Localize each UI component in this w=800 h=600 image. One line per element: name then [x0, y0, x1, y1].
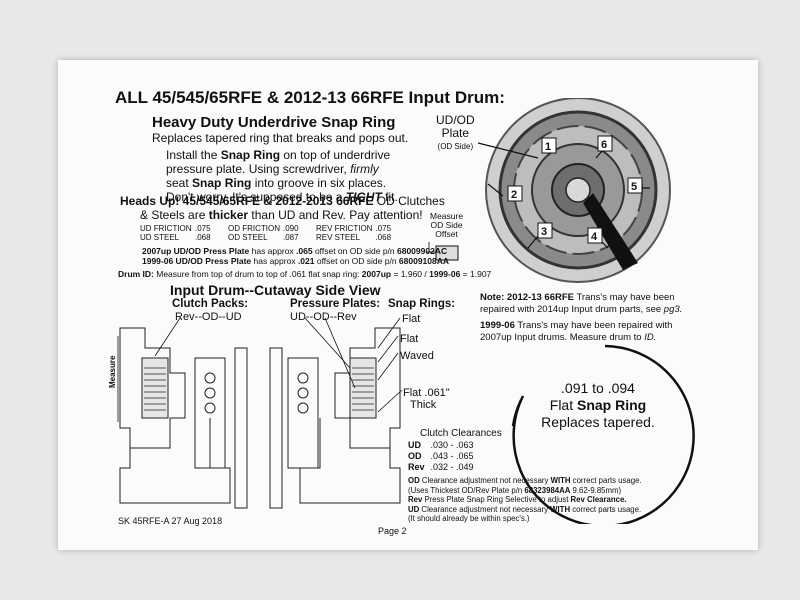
page-number: Page 2 [378, 526, 407, 536]
photo-number-4: 4 [591, 231, 598, 243]
measure-od-offset-label: Measure OD Side Offset [430, 211, 464, 239]
cutaway-title: Input Drum--Cutaway Side View [170, 282, 381, 298]
heads-up-line1: Heads Up! 45/545/65RFE & 2012-2013 66RFE… [120, 194, 445, 208]
snap-rings-label: Snap Rings: [388, 298, 456, 310]
snap-ring-thick: Thick [410, 399, 437, 411]
photo-number-2: 2 [511, 189, 517, 201]
photo-number-3: 3 [541, 226, 547, 238]
offset-note-1999-06: 1999-06 UD/OD Press Plate has approx .02… [142, 256, 450, 266]
repair-note: Note: 2012-13 66RFE Trans's may have bee… [480, 292, 683, 343]
snap-ring-flat-1: Flat [402, 313, 421, 325]
table-row: OD.043 - .065 [408, 451, 474, 461]
install-instructions: Install the Snap Ring on top of underdri… [166, 148, 398, 204]
pressure-plates-label: Pressure Plates: [290, 298, 381, 310]
clutch-clearances-title: Clutch Clearances [420, 428, 502, 439]
cutaway-drawing [117, 318, 403, 509]
document-id: SK 45RFE-A 27 Aug 2018 [118, 516, 223, 526]
photo-callouts: 1 2 3 4 5 6 [477, 135, 650, 249]
screwdriver [583, 193, 638, 270]
table-row: UD STEEL.068 OD STEEL.087 REV STEEL.068 [140, 233, 392, 242]
table-row: UD FRICTION.075 OD FRICTION.090 REV FRIC… [140, 224, 392, 233]
snap-ring-waved: Waved [400, 350, 434, 362]
snap-ring-flat-061: Flat .061" [403, 387, 450, 399]
replace-note: Replaces tapered ring that breaks and po… [152, 131, 409, 145]
snap-ring-flat-2: Flat [400, 333, 419, 345]
offset-note-2007up: 2007up UD/OD Press Plate has approx .065… [142, 246, 448, 256]
page-title: ALL 45/545/65RFE & 2012-13 66RFE Input D… [115, 88, 505, 107]
clutch-clearances-table: UD.030 - .063 OD.043 - .065 Rev.032 - .0… [408, 440, 480, 473]
pressure-plate-offset-sketch [426, 242, 459, 261]
heads-up-line2: & Steels are thicker than UD and Rev. Pa… [140, 208, 423, 222]
ud-od-plate-label: UD/OD Plate (OD Side) [436, 113, 475, 152]
drum-id-note: Drum ID: Measure from top of drum to top… [118, 269, 492, 279]
photo-number-1: 1 [545, 141, 551, 153]
subtitle: Heavy Duty Underdrive Snap Ring [152, 114, 396, 131]
snap-ring-circle [511, 344, 695, 524]
table-row: UD.030 - .063 [408, 440, 474, 450]
snap-ring-callout: .091 to .094 Flat Snap Ring Replaces tap… [541, 380, 655, 430]
clutch-thickness-table: UD FRICTION.075 OD FRICTION.090 REV FRIC… [140, 224, 394, 242]
clutch-packs-label: Clutch Packs: [172, 298, 249, 310]
photo-number-6: 6 [601, 139, 607, 151]
table-row: Rev.032 - .049 [408, 462, 474, 472]
clutch-order-label: Rev--OD--UD [175, 311, 242, 323]
photo-number-5: 5 [631, 181, 637, 193]
clearance-adjustment-notes: OD Clearance adjustment not necessary WI… [408, 476, 642, 523]
